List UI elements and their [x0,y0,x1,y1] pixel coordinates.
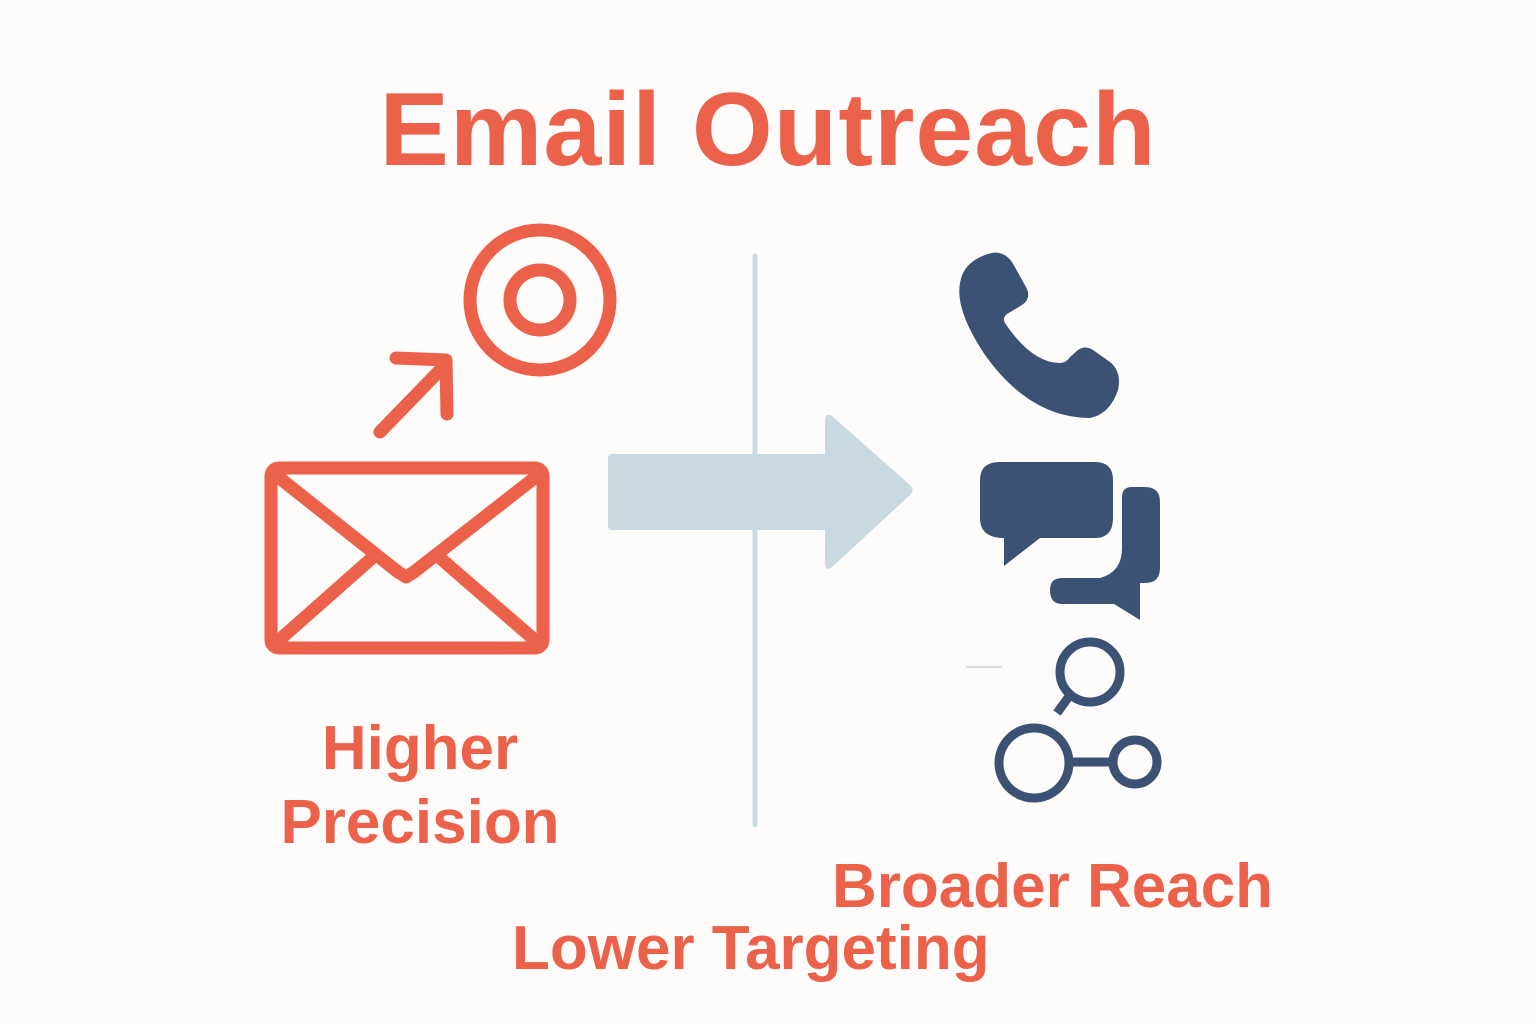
chat-bubbles-icon [980,462,1160,620]
phone-icon [959,252,1119,418]
page-title: Email Outreach [379,72,1157,188]
label-line-higher: Higher [321,714,519,783]
arrow-up-right-icon [373,351,454,439]
network-nodes-icon [994,637,1162,803]
envelope-icon [264,461,550,655]
target-icon [463,223,617,377]
right-arrow-icon [608,414,913,569]
higher-precision-label: Higher Precision [250,712,590,860]
lower-targeting-label: Lower Targeting [512,914,990,983]
label-line-precision: Precision [280,788,560,857]
broader-reach-label: Broader Reach [832,852,1274,921]
